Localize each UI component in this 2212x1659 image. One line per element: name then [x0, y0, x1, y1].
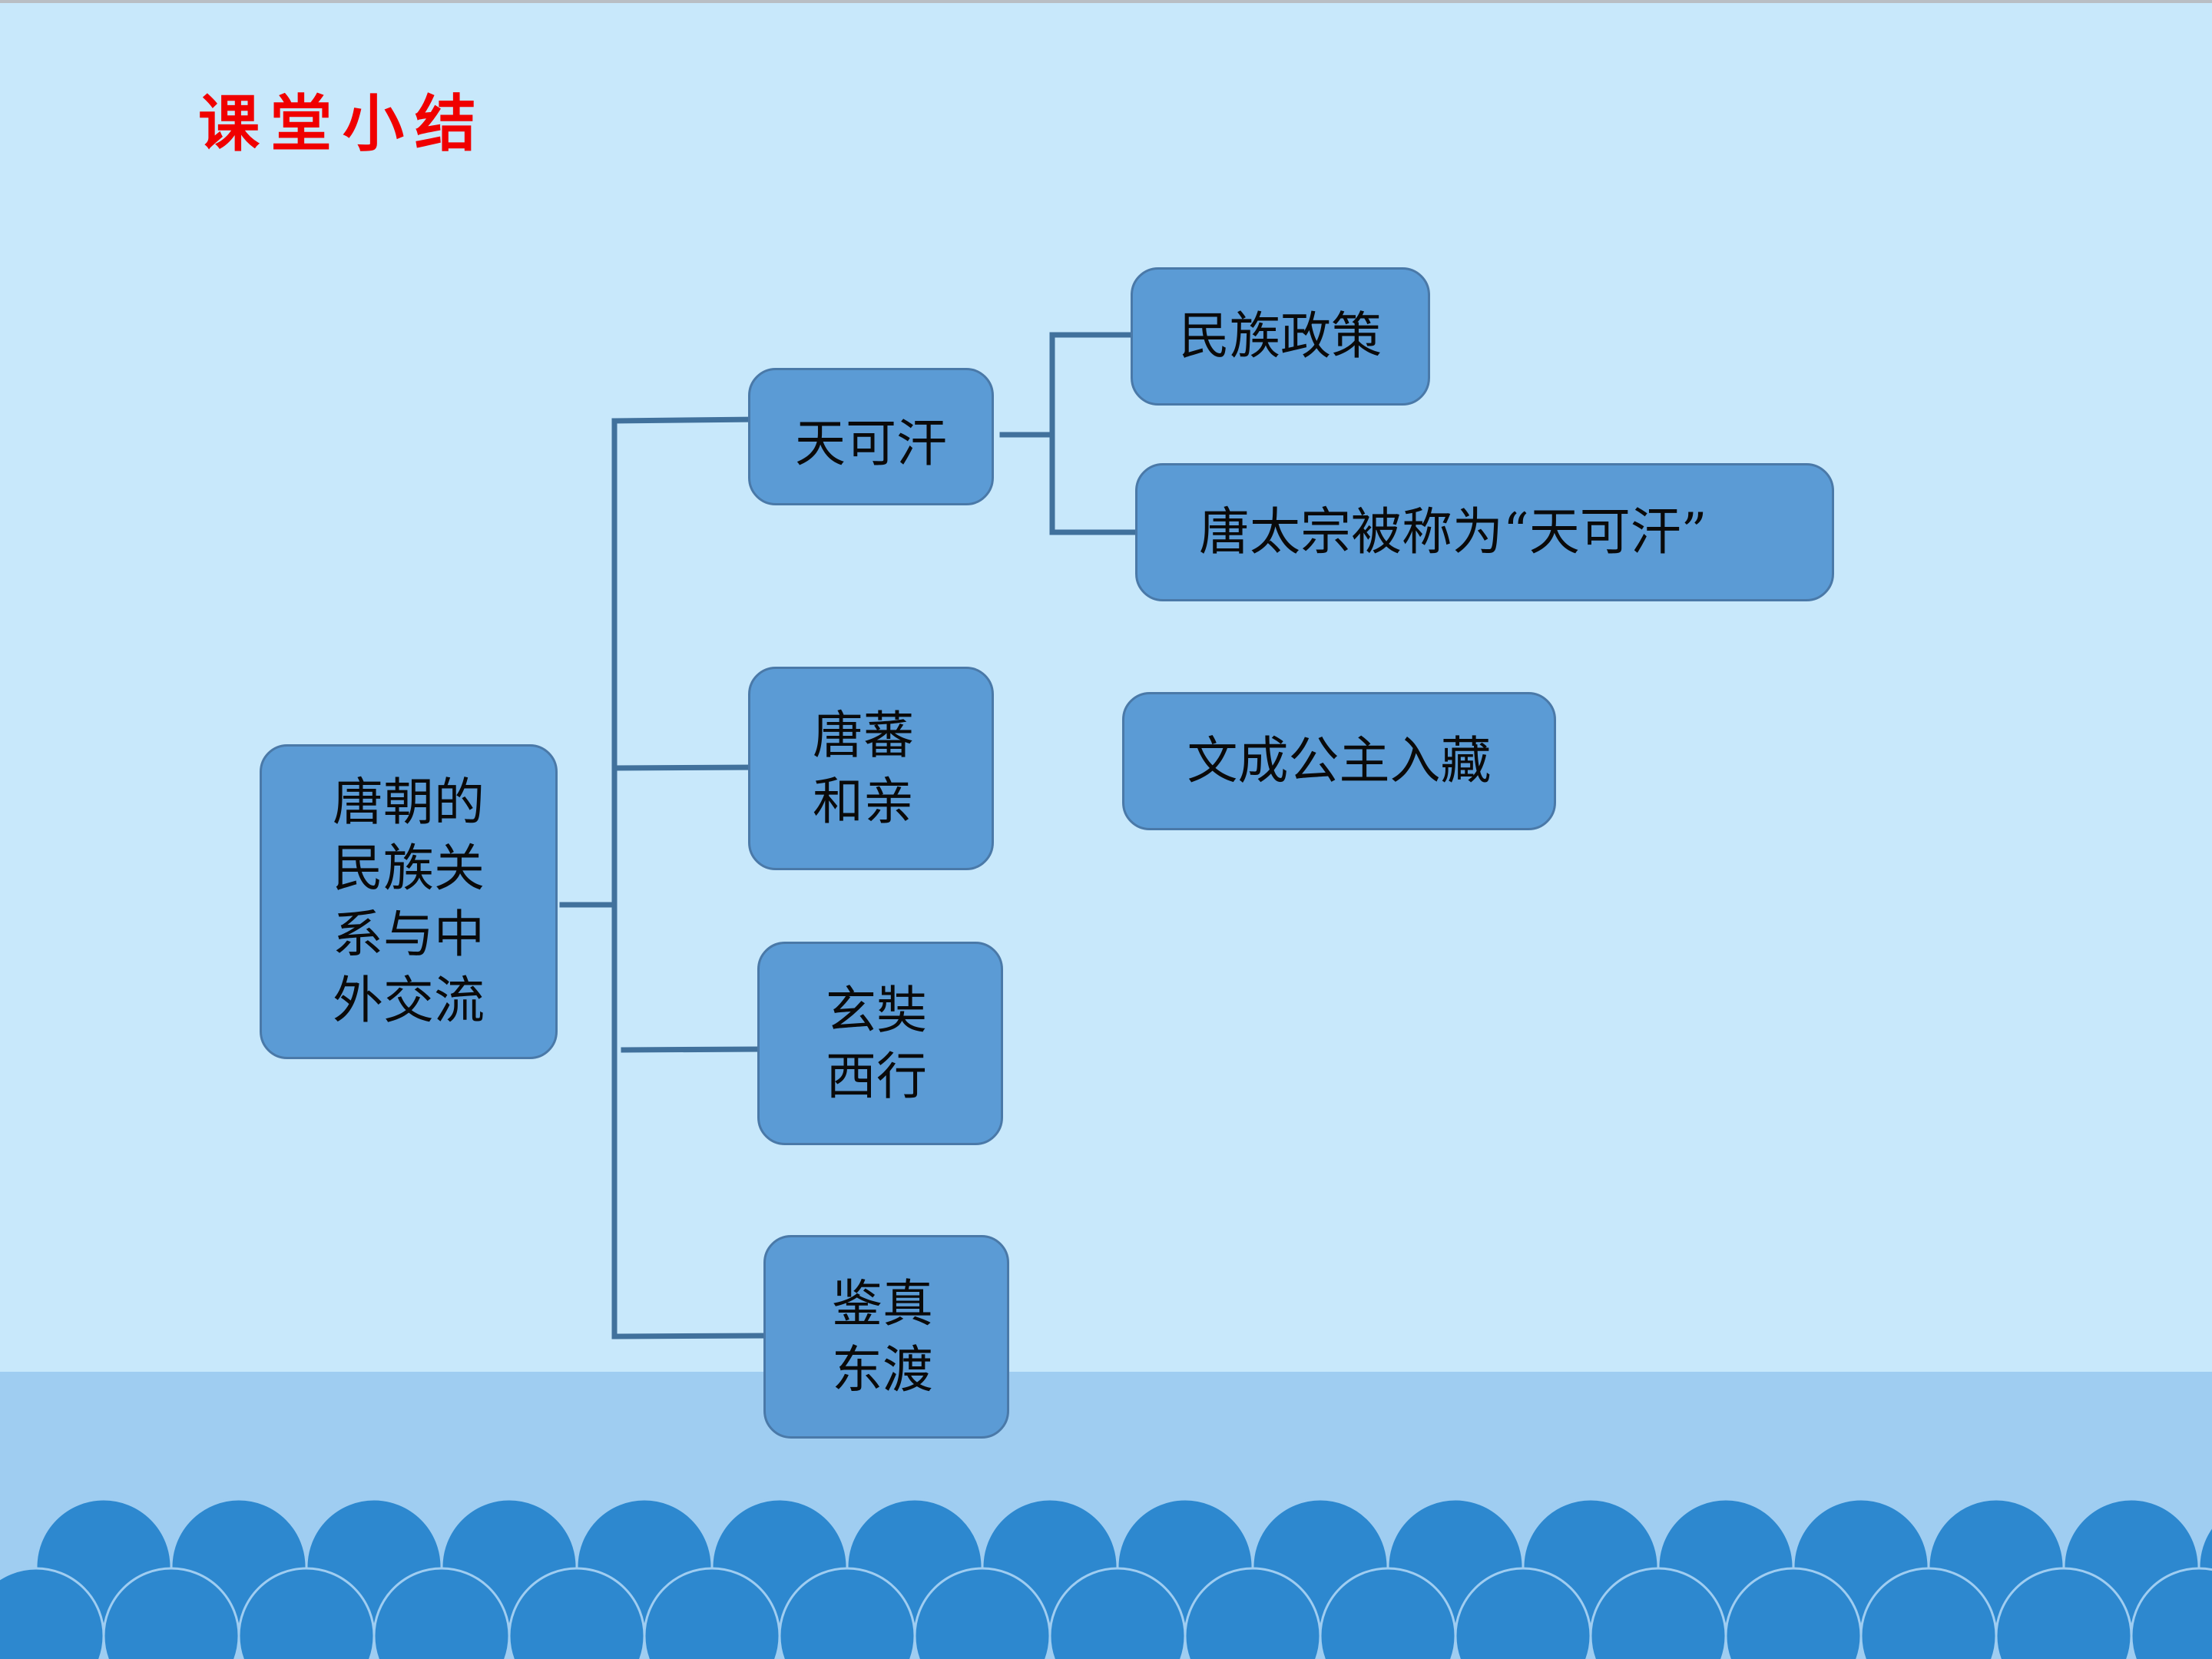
branch-node-tiankehan: 天可汗 — [748, 368, 994, 505]
wave-scallop-front-16 — [2130, 1567, 2212, 1659]
wave-decoration — [0, 1498, 2212, 1659]
detail-node-wencheng-label: 文成公主入藏 — [1187, 731, 1492, 790]
detail-node-minzu-zhengce: 民族政策 — [1131, 267, 1430, 406]
root-node-label: 唐朝的 民族关 系与中 外交流 — [333, 773, 485, 1030]
branch-node-tiankehan-label: 天可汗 — [795, 413, 947, 473]
root-node: 唐朝的 民族关 系与中 外交流 — [260, 744, 558, 1059]
top-border-line — [0, 0, 2212, 3]
branch-connector-3 — [621, 1046, 762, 1053]
branch-node-xuanzang-label: 玄奘 西行 — [826, 980, 927, 1106]
branch-node-tangfan-heqin-label: 唐蕃 和亲 — [813, 705, 914, 831]
detail-node-wencheng: 文成公主入藏 — [1122, 692, 1556, 830]
wave-row-front — [0, 1567, 2212, 1659]
slide-title: 课堂小结 — [198, 88, 487, 160]
branch-connector-2 — [611, 764, 760, 771]
branch-node-tangfan-heqin: 唐蕃 和亲 — [748, 667, 994, 870]
branch-node-jianzhen-label: 鉴真 东渡 — [832, 1273, 933, 1399]
branch-connector-1 — [611, 416, 760, 424]
detail-node-minzu-zhengce-label: 民族政策 — [1179, 306, 1382, 366]
branch-node-jianzhen: 鉴真 东渡 — [763, 1235, 1009, 1439]
detail-node-tangtaizong: 唐太宗被称为“天可汗” — [1135, 463, 1834, 601]
detail-node-tangtaizong-label: 唐太宗被称为“天可汗” — [1199, 502, 1707, 561]
branch-node-xuanzang: 玄奘 西行 — [757, 942, 1003, 1145]
